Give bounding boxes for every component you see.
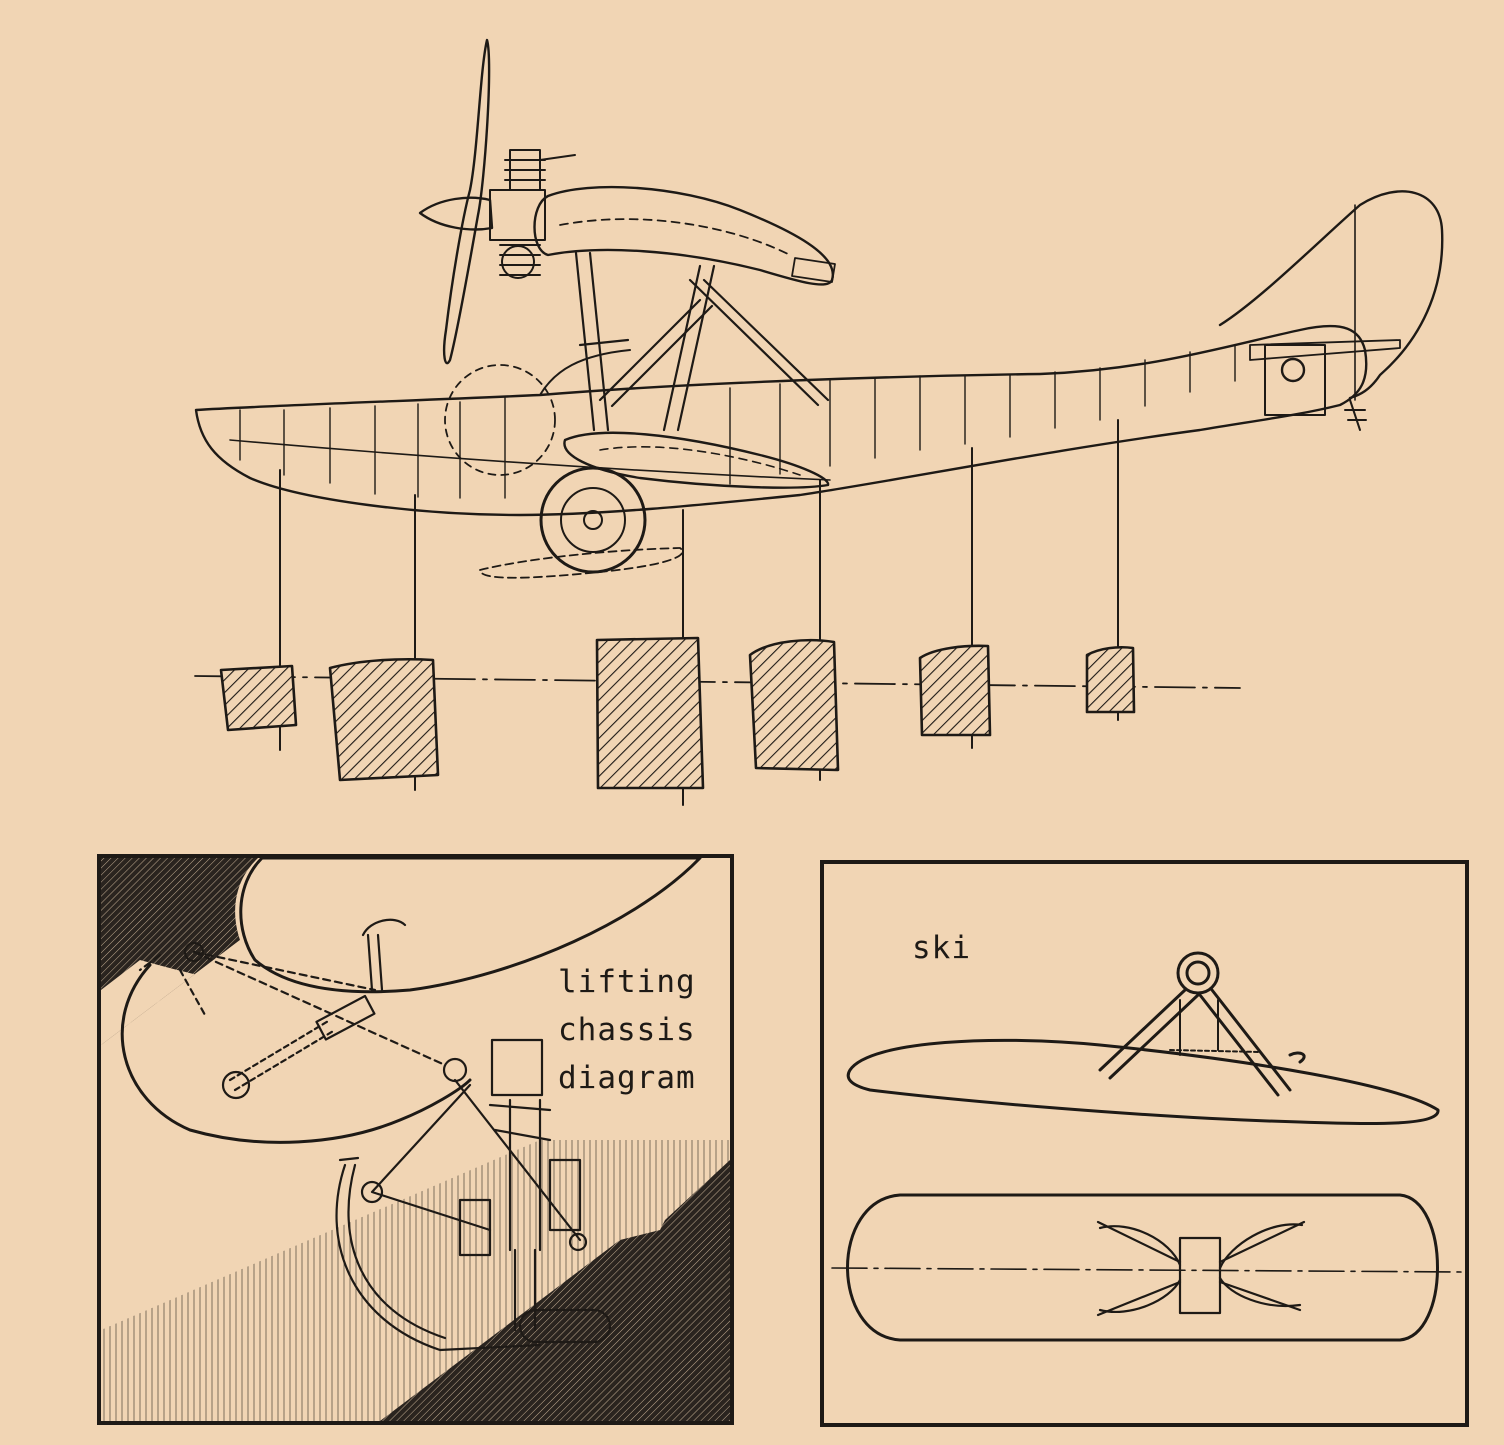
lifting-chassis-label: lifting chassis diagram (558, 964, 696, 1096)
tailplane (1249, 339, 1401, 361)
ski-label: ski (912, 930, 970, 966)
upper-wing (533, 185, 835, 286)
propeller (442, 38, 491, 365)
fuselage-ribs (239, 344, 1236, 499)
label-line-3: diagram (558, 1060, 696, 1096)
ski-top-view (831, 1193, 1463, 1342)
label-line-2: chassis (558, 1012, 696, 1048)
engine (489, 149, 576, 279)
section-centerline (194, 675, 1241, 689)
fuselage (194, 324, 1368, 517)
ski-panel: ski (820, 860, 1469, 1427)
ski-side-view (846, 951, 1440, 1126)
lower-stub-wing (563, 431, 830, 489)
lifting-chassis-panel: lifting chassis diagram (97, 854, 734, 1425)
fuselage-cross-sections (219, 636, 1136, 790)
label-line-1: lifting (558, 964, 696, 1000)
tail-fin (1218, 190, 1444, 400)
ski-dashed (479, 547, 684, 579)
